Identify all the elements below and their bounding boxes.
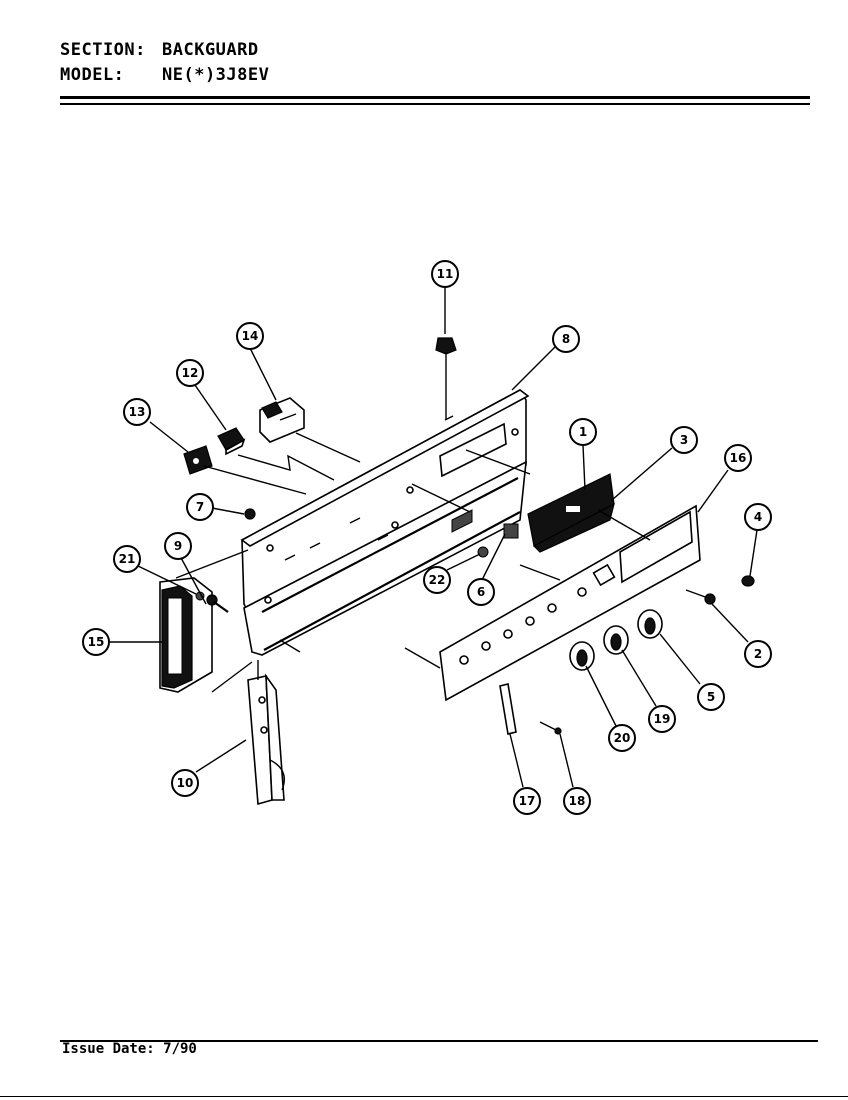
callout-3-label: 3	[680, 433, 688, 447]
callout-7-label: 7	[196, 500, 204, 514]
section-value: BACKGUARD	[162, 40, 259, 60]
callout-14: 14	[236, 322, 264, 350]
callout-11: 11	[431, 260, 459, 288]
callout-2-label: 2	[754, 647, 762, 661]
header-rule-thick	[60, 96, 810, 99]
callout-18: 18	[563, 787, 591, 815]
callout-17-label: 17	[519, 794, 536, 808]
header-rule-thin	[60, 103, 810, 105]
model-label: MODEL:	[60, 65, 125, 85]
switch-13-part	[183, 445, 213, 475]
callout-1-label: 1	[579, 425, 587, 439]
clip-11-part	[435, 337, 457, 355]
callout-13: 13	[123, 398, 151, 426]
callout-17: 17	[513, 787, 541, 815]
callout-15: 15	[82, 628, 110, 656]
timer-part	[527, 473, 615, 553]
backguard-body	[240, 388, 530, 656]
callout-21-label: 21	[119, 552, 136, 566]
control-panel-part	[439, 504, 701, 702]
callout-18-label: 18	[569, 794, 586, 808]
callout-13-label: 13	[129, 405, 146, 419]
section-header: SECTION: BACKGUARD	[60, 40, 259, 60]
assembly-lines	[175, 352, 651, 693]
section-label: SECTION:	[60, 40, 146, 60]
callout-20: 20	[608, 724, 636, 752]
nut-7-part	[244, 508, 256, 520]
callout-3: 3	[670, 426, 698, 454]
callout-8: 8	[552, 325, 580, 353]
callout-9: 9	[164, 532, 192, 560]
callout-19-label: 19	[654, 712, 671, 726]
callout-12: 12	[176, 359, 204, 387]
callout-10-label: 10	[177, 776, 194, 790]
callout-6-label: 6	[477, 585, 485, 599]
issue-date: Issue Date: 7/90	[62, 1041, 197, 1057]
callout-7: 7	[186, 493, 214, 521]
callout-15-label: 15	[88, 635, 105, 649]
callout-1: 1	[569, 418, 597, 446]
bracket-part	[247, 673, 285, 806]
switch-14-part	[259, 397, 305, 443]
callout-5-label: 5	[707, 690, 715, 704]
callout-5: 5	[697, 683, 725, 711]
side-cap-part	[159, 577, 213, 693]
callout-19: 19	[648, 705, 676, 733]
callout-10: 10	[171, 769, 199, 797]
callout-14-label: 14	[242, 329, 259, 343]
cap-4-part	[741, 575, 755, 587]
callout-4: 4	[744, 503, 772, 531]
callout-2: 2	[744, 640, 772, 668]
footer-rule	[60, 1040, 818, 1042]
leader-lines	[110, 287, 758, 788]
callout-11-label: 11	[437, 267, 454, 281]
callout-20-label: 20	[614, 731, 631, 745]
callout-9-label: 9	[174, 539, 182, 553]
knob-19-part	[603, 625, 629, 655]
callout-16: 16	[724, 444, 752, 472]
callout-22-label: 22	[429, 573, 446, 587]
screw-18-part	[539, 721, 562, 735]
callout-6: 6	[467, 578, 495, 606]
callout-22: 22	[423, 566, 451, 594]
trim-17-part	[499, 683, 517, 735]
switch-12-part	[217, 427, 246, 456]
knob-20-part	[569, 641, 595, 671]
model-header: MODEL: NE(*)3J8EV	[60, 65, 269, 85]
button-6-part	[503, 523, 519, 539]
callout-12-label: 12	[182, 366, 199, 380]
screw-9-part	[206, 594, 229, 613]
page-bottom-edge	[0, 1096, 848, 1097]
callout-4-label: 4	[754, 510, 762, 524]
model-value: NE(*)3J8EV	[162, 65, 270, 85]
callout-16-label: 16	[730, 451, 747, 465]
callout-21: 21	[113, 545, 141, 573]
knob-5-part	[637, 609, 663, 639]
callout-8-label: 8	[562, 332, 570, 346]
nut-22-part	[477, 546, 489, 558]
screw-2-part	[685, 589, 716, 605]
